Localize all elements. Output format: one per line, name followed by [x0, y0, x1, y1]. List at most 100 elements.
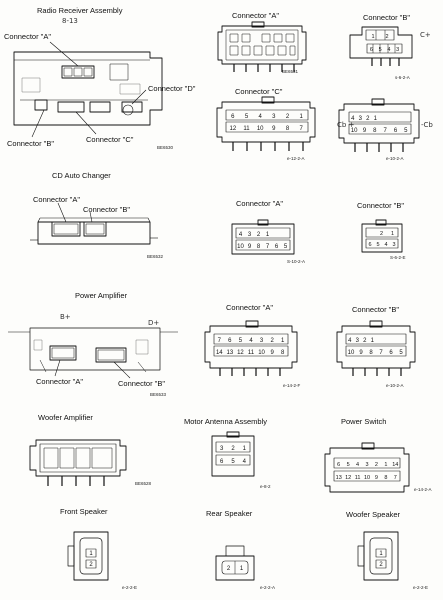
woofer-speaker-connector-drawing	[357, 531, 399, 581]
pin-number: 6	[275, 244, 279, 250]
pin-number: 9	[375, 475, 378, 481]
pin-number: 5	[347, 462, 350, 468]
pin-number: 3	[356, 338, 360, 344]
woofer-speaker-title: Woofer Speaker	[346, 510, 401, 519]
pin-number: 6	[231, 114, 235, 120]
pin-number: 8	[369, 350, 373, 356]
pin-number: 5	[376, 242, 379, 248]
pin-number: 11	[355, 475, 361, 481]
radio-connector-a-code: BE6531	[282, 69, 299, 74]
pin-number: 2	[257, 232, 261, 238]
pin-number: 4	[384, 242, 387, 248]
pin-number: 12	[229, 126, 236, 132]
handwritten-note: 8-13	[62, 17, 78, 25]
pin-number: 4	[348, 338, 352, 344]
pin-number: 6	[389, 350, 393, 356]
pin-number: 2	[286, 114, 290, 120]
radio-connector-b-drawing	[349, 26, 413, 66]
amp-connector-b-title: Connector "B"	[352, 305, 400, 314]
pin-number: 2	[363, 338, 367, 344]
pin-number: 8	[281, 350, 285, 356]
amp-connector-a-code: e-14-2-F	[283, 383, 301, 388]
pin-number: 9	[248, 244, 252, 250]
cd-connector-a-drawing	[231, 219, 295, 255]
pin-number: 5	[379, 47, 382, 53]
pin-number: 7	[383, 128, 387, 134]
radio-connector-c-drawing	[216, 96, 316, 151]
pin-number: 2	[89, 562, 93, 568]
pin-number: 4	[356, 462, 359, 468]
pin-number: 2	[227, 566, 231, 572]
pin-number: 2	[270, 338, 274, 344]
pin-number: 1	[266, 232, 270, 238]
radio-photo-code: BE6530	[157, 145, 174, 150]
handwritten-amp-d: D+	[148, 319, 160, 327]
pin-number: 6	[368, 242, 371, 248]
pin-number: 1	[391, 231, 394, 237]
power-switch-title: Power Switch	[341, 417, 387, 426]
pin-number: 7	[218, 338, 222, 344]
radio-connector-d-code: e-10-2-A	[386, 156, 404, 161]
amp-title: Power Amplifier	[75, 291, 128, 300]
radio-connector-b-title: Connector "B"	[363, 13, 411, 22]
rear-speaker-connector-drawing	[215, 545, 255, 581]
pin-number: 1	[374, 116, 378, 122]
radio-label-connector-a: Connector "A"	[4, 32, 52, 41]
pin-number: 4	[243, 459, 247, 465]
handwritten-amp-b: B+	[60, 313, 71, 321]
pin-number: 9	[363, 128, 367, 134]
radio-title: Radio Receiver Assembly	[37, 6, 123, 15]
radio-connector-a-drawing	[217, 21, 307, 72]
pin-number: 3	[396, 47, 399, 53]
pin-number: 3	[392, 242, 395, 248]
front-speaker-connector-drawing	[67, 531, 109, 581]
cd-connector-b-code: S-6-2-E	[390, 255, 406, 260]
cd-title: CD Auto Changer	[52, 171, 111, 180]
pin-number: 14	[392, 462, 398, 468]
pin-number: 1	[299, 114, 303, 120]
rear-speaker-title: Rear Speaker	[206, 509, 253, 518]
pin-number: 6	[228, 338, 232, 344]
pin-number: 4	[239, 232, 243, 238]
amp-connector-a-title: Connector "A"	[226, 303, 274, 312]
pin-number: 2	[366, 116, 370, 122]
pin-number: 1	[371, 34, 374, 40]
pin-number: 1	[240, 566, 244, 572]
front-speaker-title: Front Speaker	[60, 507, 108, 516]
pin-number: 5	[231, 459, 235, 465]
pin-number: 6	[220, 459, 224, 465]
pin-number: 1	[371, 338, 375, 344]
power-switch-connector-drawing	[324, 442, 410, 493]
motor-antenna-connector-drawing	[211, 431, 255, 477]
radio-connector-b-code: s-6-2-A	[395, 75, 410, 80]
pin-number: 2	[385, 34, 388, 40]
radio-receiver-assembly	[13, 41, 163, 138]
pin-number: 8	[257, 244, 261, 250]
cd-connector-b-drawing	[361, 219, 403, 253]
pin-number: 3	[220, 446, 224, 452]
pin-number: 4	[249, 338, 253, 344]
radio-label-connector-c: Connector "C"	[86, 135, 134, 144]
pin-number: 5	[284, 244, 288, 250]
pin-number: 11	[243, 126, 250, 132]
amp-connector-a-drawing	[204, 320, 298, 376]
cd-photo-code: BE6532	[147, 254, 164, 259]
pin-number: 12	[345, 475, 351, 481]
pin-number: 2	[379, 562, 383, 568]
amp-connector-b-drawing	[336, 320, 416, 376]
pin-number: 5	[404, 128, 408, 134]
amp-connector-b-code: e-10-2-A	[386, 383, 404, 388]
woofer-amp-title: Woofer Amplifier	[38, 413, 93, 422]
pin-number: 5	[239, 338, 243, 344]
motor-antenna-code: e-8-2	[260, 484, 271, 489]
amp-photo-code: BE6533	[150, 392, 167, 397]
cd-changer-body	[30, 202, 158, 245]
